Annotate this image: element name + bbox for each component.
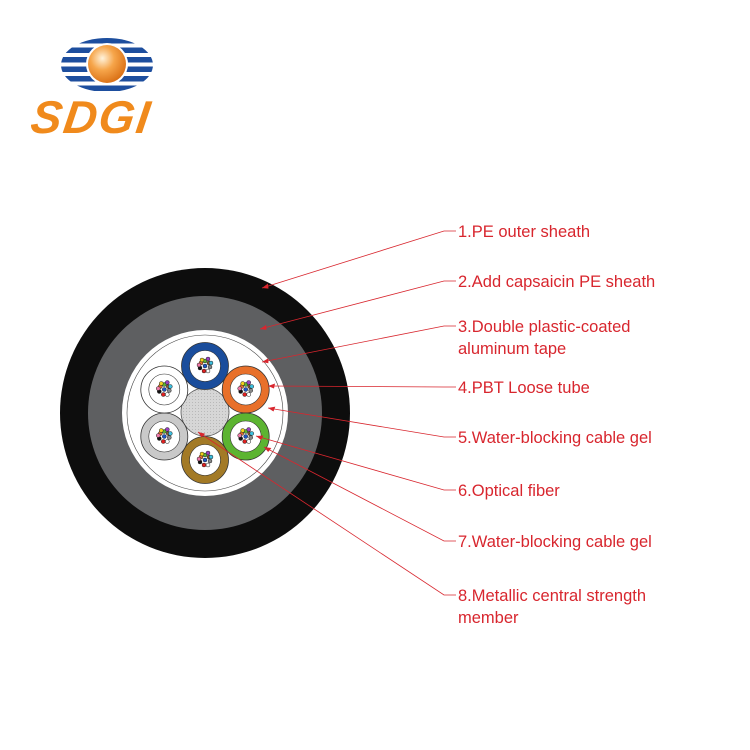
optical-fiber-bundle: [196, 450, 214, 468]
leader-line: [263, 446, 456, 542]
arrowhead: [262, 358, 269, 364]
optical-fiber: [207, 458, 213, 464]
label-1: 1.PE outer sheath: [458, 223, 590, 241]
optical-fiber: [249, 384, 254, 389]
optical-fiber: [208, 360, 214, 366]
optical-fiber: [167, 388, 172, 393]
leader-line: [267, 385, 456, 388]
optical-fiber: [161, 392, 166, 397]
optical-fiber: [242, 392, 247, 397]
arrowhead: [262, 283, 269, 289]
leader-lines: [197, 230, 456, 596]
optical-fiber: [237, 386, 242, 391]
leader-line: [261, 325, 456, 363]
optical-fiber: [246, 427, 251, 432]
optical-fiber: [165, 392, 170, 397]
leader-line: [259, 280, 456, 330]
central-strength-member: [180, 387, 230, 437]
optical-fiber: [248, 435, 253, 440]
label-5: 5.Water-blocking cable gel: [458, 429, 652, 447]
optical-fiber: [207, 364, 213, 370]
loose-tubes: [140, 342, 270, 484]
leader-line: [197, 431, 456, 596]
leader-line: [255, 435, 456, 491]
optical-fiber: [248, 388, 253, 393]
optical-fiber: [205, 462, 211, 468]
arrowhead: [260, 324, 267, 330]
loose-tube-blue: [181, 342, 229, 390]
logo-sphere: [88, 45, 126, 83]
loose-tube-gray: [140, 412, 189, 461]
optical-fiber: [156, 433, 161, 438]
optical-fiber: [246, 439, 251, 444]
leader-line: [261, 230, 456, 289]
arrowhead: [268, 406, 276, 412]
loose-tube-brown: [181, 436, 229, 484]
optical-fiber: [243, 434, 248, 439]
optical-fiber-bundle: [156, 427, 173, 444]
optical-fiber: [168, 384, 173, 389]
label-4: 4.PBT Loose tube: [458, 379, 590, 397]
optical-fiber: [205, 356, 211, 362]
label-2: 2.Add capsaicin PE sheath: [458, 273, 655, 291]
optical-fiber: [208, 454, 214, 460]
optical-fiber: [162, 387, 167, 392]
optical-fiber: [165, 439, 170, 444]
optical-fiber: [159, 428, 164, 433]
optical-fiber: [167, 435, 172, 440]
tape-inner-boundary: [126, 334, 284, 492]
optical-fiber: [165, 380, 170, 385]
optical-fiber: [162, 434, 167, 439]
optical-fiber: [201, 368, 207, 374]
optical-fiber: [159, 381, 164, 386]
loose-tube-green: [221, 412, 270, 461]
labels: 1.PE outer sheath 2.Add capsaicin PE shea…: [458, 223, 655, 627]
optical-fiber: [205, 450, 211, 456]
arrowhead: [268, 383, 276, 389]
optical-fiber: [202, 457, 208, 463]
optical-fiber: [201, 462, 207, 468]
label-8-line2: member: [458, 609, 519, 627]
optical-fiber: [202, 363, 208, 369]
optical-fiber: [199, 357, 205, 363]
optical-fiber: [242, 439, 247, 444]
cable: [60, 268, 350, 558]
optical-fiber: [246, 392, 251, 397]
loose-tube-orange: [221, 365, 270, 414]
optical-fiber: [246, 380, 251, 385]
logo: SDGI: [28, 38, 154, 143]
logo-stripe: [61, 38, 153, 44]
label-7: 7.Water-blocking cable gel: [458, 533, 652, 551]
optical-fiber-bundle: [237, 427, 254, 444]
optical-fiber: [237, 433, 242, 438]
logo-stripe: [61, 85, 153, 91]
optical-fiber: [168, 431, 173, 436]
optical-fiber: [240, 428, 245, 433]
label-3: 3.Double plastic-coated: [458, 318, 630, 336]
arrowhead: [256, 435, 264, 441]
optical-fiber: [249, 431, 254, 436]
optical-fiber-bundle: [156, 380, 173, 397]
optical-fiber: [243, 387, 248, 392]
optical-fiber-bundle: [237, 380, 254, 397]
optical-fiber: [205, 368, 211, 374]
arrowhead: [198, 432, 206, 438]
optical-fiber: [196, 456, 202, 462]
label-3-line2: aluminum tape: [458, 340, 566, 358]
label-8: 8.Metallic central strength: [458, 587, 646, 605]
optical-fiber: [165, 427, 170, 432]
optical-fiber: [161, 439, 166, 444]
optical-fiber: [156, 386, 161, 391]
leader-line: [267, 407, 456, 438]
optical-fiber: [199, 451, 205, 457]
optical-fiber-bundle: [196, 356, 214, 374]
label-6: 6.Optical fiber: [458, 482, 560, 500]
arrowhead: [264, 447, 272, 452]
logo-wordmark: SDGI: [28, 91, 154, 143]
optical-fiber: [240, 381, 245, 386]
loose-tube-white: [140, 365, 189, 414]
optical-fiber: [196, 362, 202, 368]
